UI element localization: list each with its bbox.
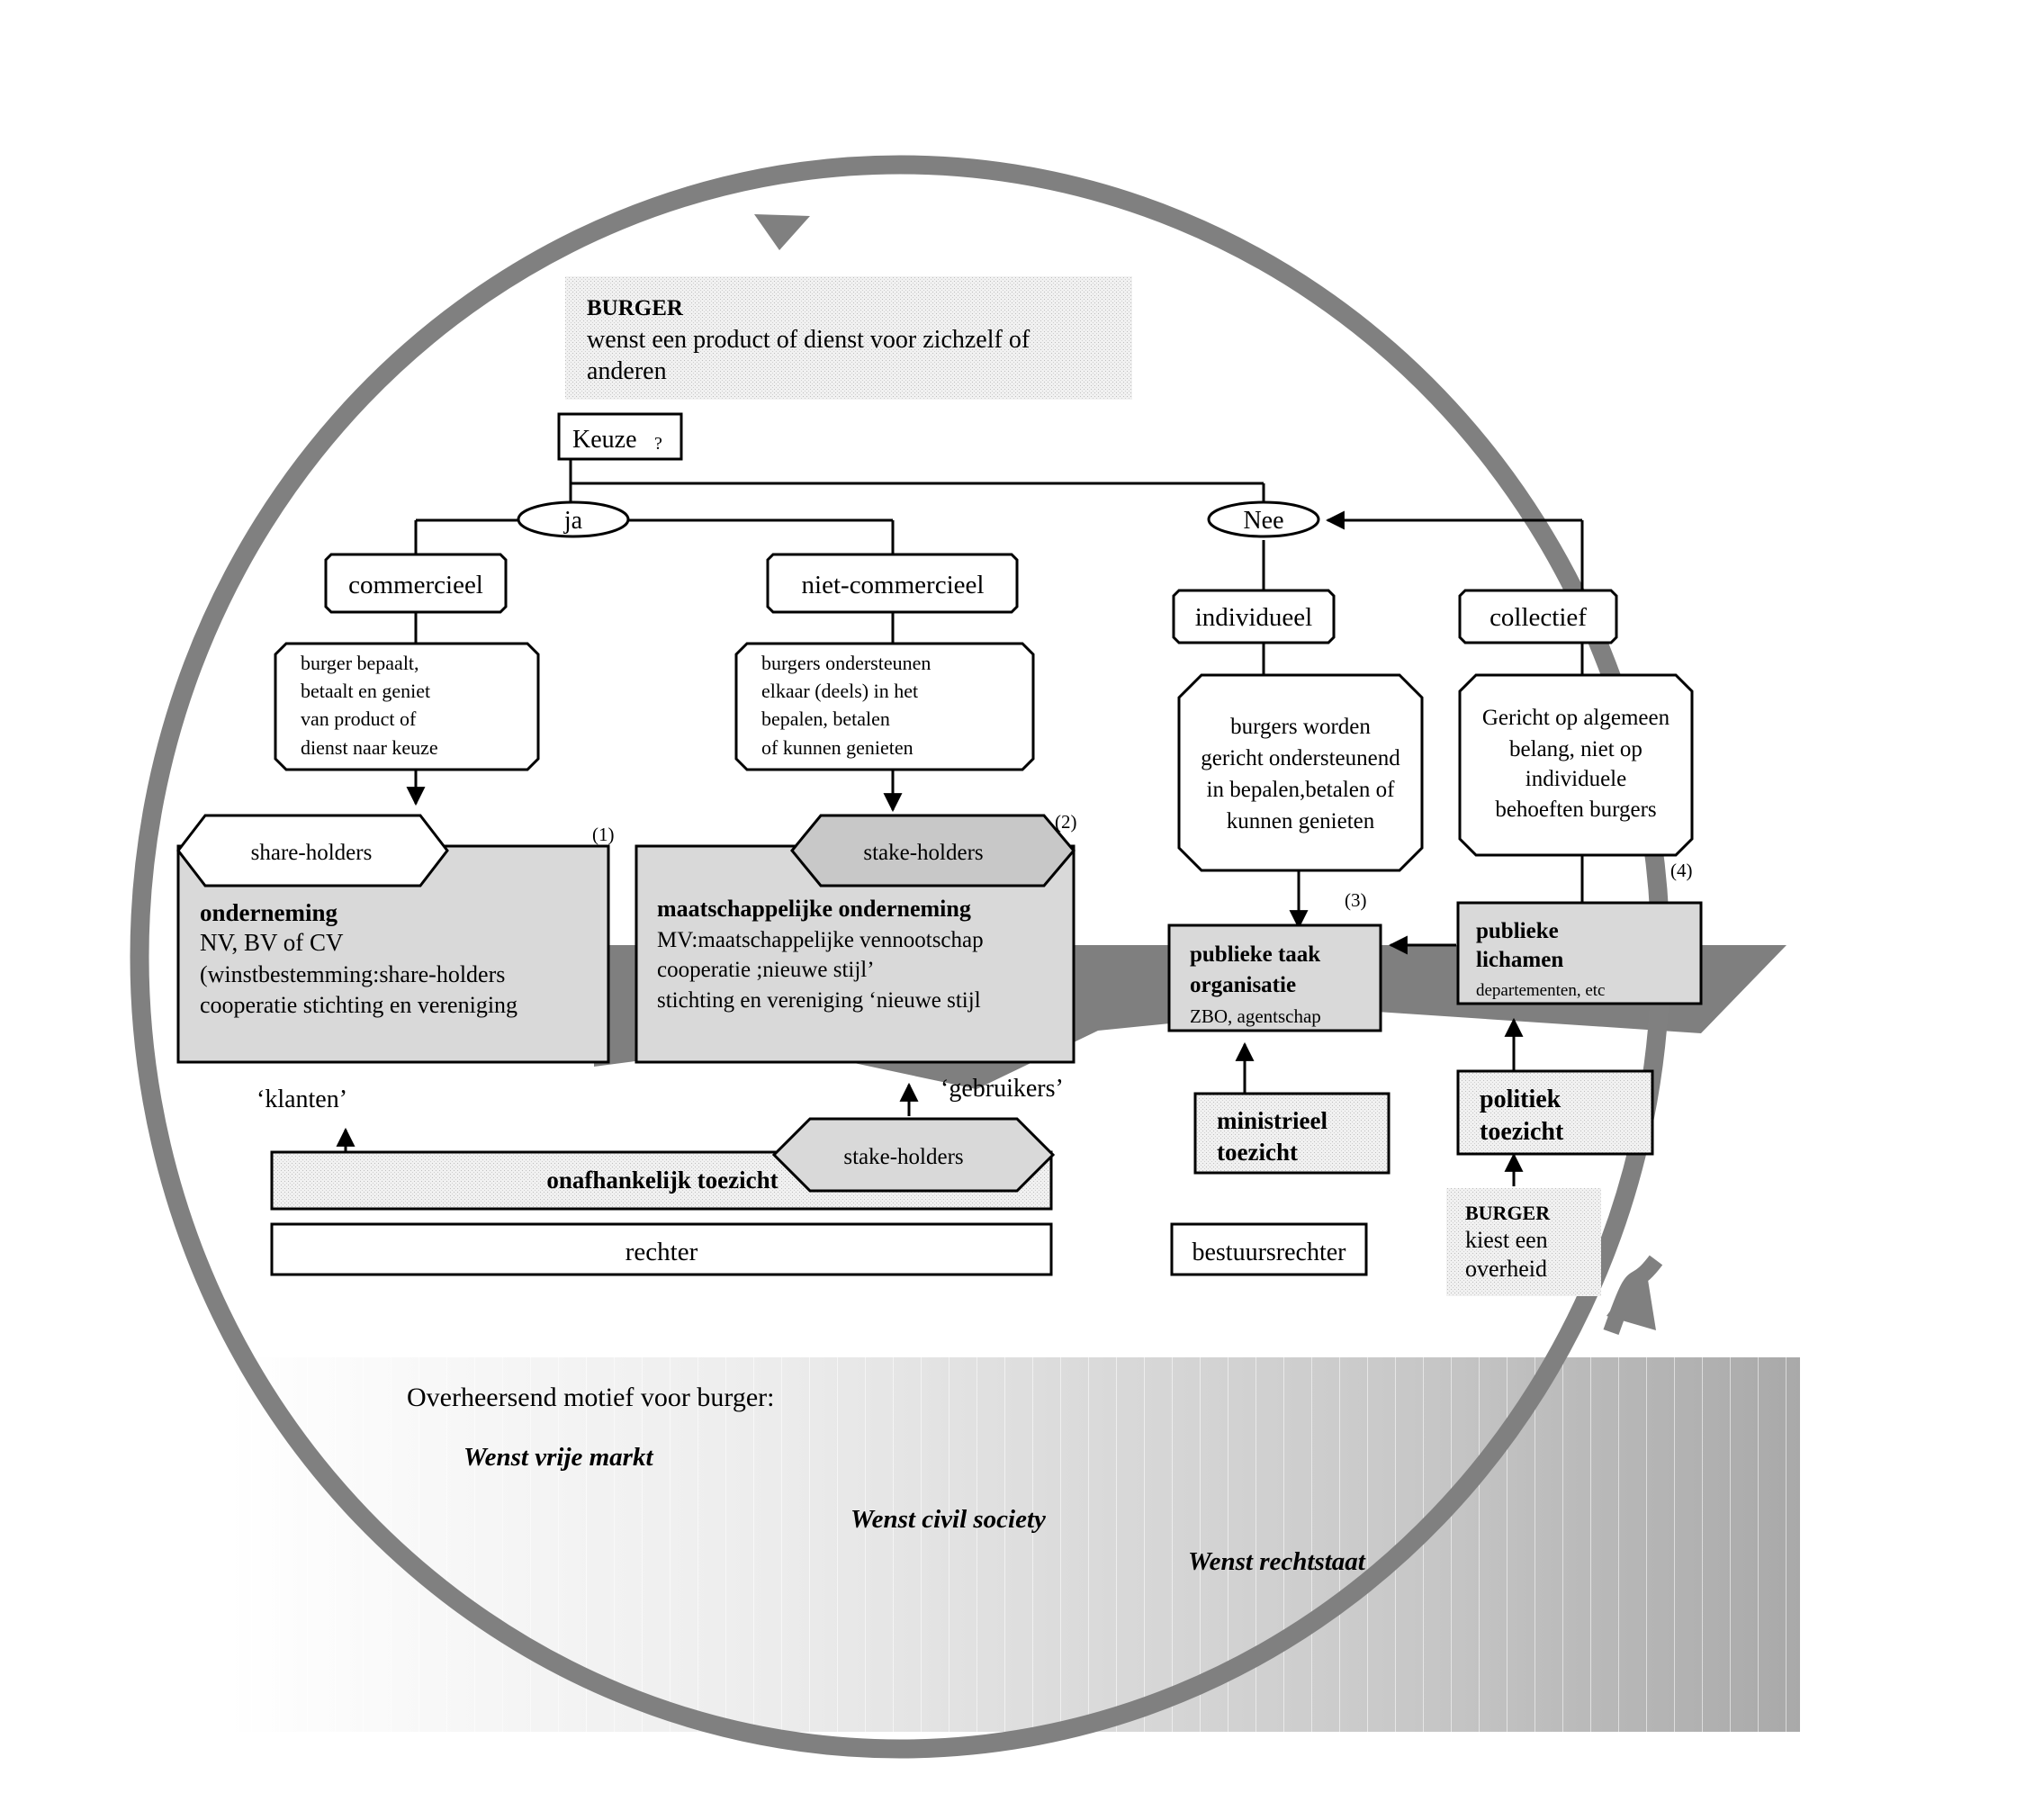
burger-top-box: BURGER wenst een product of dienst voor …	[565, 276, 1132, 400]
ja-oval: ja	[517, 500, 630, 538]
share-holders-tag	[176, 814, 449, 887]
politiek-line1: politiek	[1480, 1086, 1562, 1113]
desc-collectief-line2: belang, niet op	[1509, 737, 1642, 761]
onderneming-line1: NV, BV of CV	[200, 929, 344, 956]
onafhankelijk-toezicht-label: onafhankelijk toezicht	[546, 1167, 778, 1194]
onderneming-title: onderneming	[200, 899, 338, 926]
burger-bottom-line1: kiest een	[1465, 1227, 1548, 1253]
box3-number: (3)	[1345, 889, 1367, 911]
cycle-arrowhead-bottom-icon	[1606, 1263, 1656, 1330]
nee-label: Nee	[1243, 507, 1283, 535]
desc-individueel-box: burgers worden gericht ondersteunend in …	[1177, 673, 1424, 872]
motief-rechtstaat: Wenst rechtstaat	[1188, 1547, 1366, 1576]
desc-commercieel-line3: van product of	[301, 707, 417, 730]
burger-bottom-title: BURGER	[1465, 1202, 1551, 1224]
toezicht-stake-holders-label: stake-holders	[843, 1145, 963, 1169]
ja-label: ja	[563, 507, 583, 535]
ministrieel-toezicht-box: ministrieel toezicht	[1193, 1092, 1390, 1175]
onderneming-line2: (winstbestemming:share-holders	[200, 961, 505, 987]
publieke-taak-organisatie-box: (3) publieke taak organisatie ZBO, agent…	[1167, 889, 1382, 1032]
motive-band	[227, 1357, 1800, 1732]
commercieel-box: commercieel	[324, 553, 508, 614]
desc-niet-commercieel-line4: of kunnen genieten	[761, 736, 914, 759]
maatschappelijke-onderneming-line3: stichting en vereniging ‘nieuwe stijl	[657, 988, 981, 1013]
publieke-taak-title1: publieke taak	[1190, 942, 1320, 967]
desc-collectief-box: Gericht op algemeen belang, niet op indi…	[1458, 673, 1694, 857]
niet-commercieel-label: niet-commercieel	[802, 571, 985, 599]
motief-civil-society: Wenst civil society	[850, 1505, 1046, 1534]
toezicht-stake-holders-tag	[771, 1117, 1056, 1193]
box4-number: (4)	[1670, 860, 1693, 881]
box1-number: (1)	[592, 824, 615, 845]
niet-commercieel-box: niet-commercieel	[766, 553, 1019, 614]
publieke-taak-title2: organisatie	[1190, 973, 1296, 997]
keuze-label: Keuze	[572, 426, 637, 454]
maatschappelijke-onderneming-line1: MV:maatschappelijke vennootschap	[657, 928, 984, 952]
burger-bottom-line2: overheid	[1465, 1256, 1547, 1282]
keuze-question: ?	[654, 434, 662, 454]
publieke-lichamen-title2: lichamen	[1476, 948, 1563, 972]
desc-niet-commercieel-line2: elkaar (deels) in het	[761, 680, 918, 702]
publieke-taak-sub: ZBO, agentschap	[1190, 1005, 1321, 1027]
burger-top-line2: anderen	[587, 357, 667, 385]
klanten-label: ‘klanten’	[256, 1086, 347, 1113]
desc-collectief-line4: behoeften burgers	[1495, 797, 1656, 822]
desc-individueel-line3: in bepalen,betalen of	[1207, 778, 1396, 802]
desc-commercieel-line4: dienst naar keuze	[301, 736, 438, 759]
stake-holders-label: stake-holders	[863, 841, 983, 865]
maatschappelijke-onderneming-title: maatschappelijke onderneming	[657, 896, 971, 922]
ministrieel-line1: ministrieel	[1217, 1107, 1328, 1134]
collectief-box: collectief	[1458, 589, 1618, 644]
commercieel-label: commercieel	[348, 571, 483, 599]
collectief-label: collectief	[1490, 603, 1587, 632]
ministrieel-line2: toezicht	[1217, 1139, 1298, 1166]
desc-niet-commercieel-box: burgers ondersteunen elkaar (deels) in h…	[734, 642, 1035, 771]
keuze-box: Keuze ?	[557, 412, 683, 461]
politiek-toezicht-box: politiek toezicht	[1456, 1069, 1654, 1156]
desc-collectief-line3: individuele	[1526, 767, 1626, 791]
politiek-line2: toezicht	[1480, 1118, 1564, 1146]
desc-individueel-line2: gericht ondersteunend	[1201, 746, 1400, 770]
onderneming-box: share-holders (1) onderneming NV, BV of …	[176, 814, 615, 1064]
bestuursrechter-box: bestuursrechter	[1170, 1222, 1368, 1276]
individueel-label: individueel	[1195, 603, 1312, 632]
desc-commercieel-line2: betaalt en geniet	[301, 680, 430, 702]
bestuursrechter-label: bestuursrechter	[1192, 1239, 1346, 1266]
desc-niet-commercieel-line3: bepalen, betalen	[761, 707, 890, 730]
onafhankelijk-toezicht-box: stake-holders onafhankelijk toezicht	[270, 1117, 1056, 1211]
individueel-box: individueel	[1172, 589, 1336, 644]
share-holders-label: share-holders	[251, 841, 373, 865]
onderneming-line3: cooperatie stichting en vereniging	[200, 992, 518, 1018]
publieke-lichamen-box: (4) publieke lichamen departementen, etc	[1456, 860, 1703, 1005]
connectors	[336, 459, 1584, 1186]
box2-number: (2)	[1055, 811, 1077, 833]
gebruikers-label: ‘gebruikers’	[940, 1075, 1064, 1103]
motief-heading: Overheersend motief voor burger:	[407, 1383, 774, 1412]
motief-vrije-markt: Wenst vrije markt	[464, 1443, 653, 1472]
cycle-arrow-top-icon	[754, 214, 810, 250]
stake-holders-tag	[790, 814, 1076, 887]
desc-individueel-line1: burgers worden	[1230, 715, 1371, 739]
desc-collectief-line1: Gericht op algemeen	[1482, 706, 1670, 730]
maatschappelijke-onderneming-box: stake-holders (2) maatschappelijke onder…	[634, 811, 1077, 1064]
desc-commercieel-line1: burger bepaalt,	[301, 652, 419, 674]
maatschappelijke-onderneming-line2: cooperatie ;nieuwe stijl’	[657, 958, 875, 982]
publieke-lichamen-sub: departementen, etc	[1476, 981, 1605, 1000]
rechter-box: rechter	[270, 1222, 1053, 1276]
desc-individueel-line4: kunnen genieten	[1227, 809, 1375, 833]
desc-niet-commercieel-line1: burgers ondersteunen	[761, 652, 931, 674]
desc-commercieel-box: burger bepaalt, betaalt en geniet van pr…	[274, 642, 540, 771]
publieke-lichamen-title1: publieke	[1476, 919, 1559, 943]
burger-top-line1: wenst een product of dienst voor zichzel…	[587, 326, 1030, 354]
burger-bottom-box: BURGER kiest een overheid	[1446, 1188, 1601, 1296]
burger-top-title: BURGER	[587, 296, 684, 320]
nee-oval: Nee	[1207, 500, 1320, 538]
rechter-label: rechter	[626, 1238, 698, 1266]
